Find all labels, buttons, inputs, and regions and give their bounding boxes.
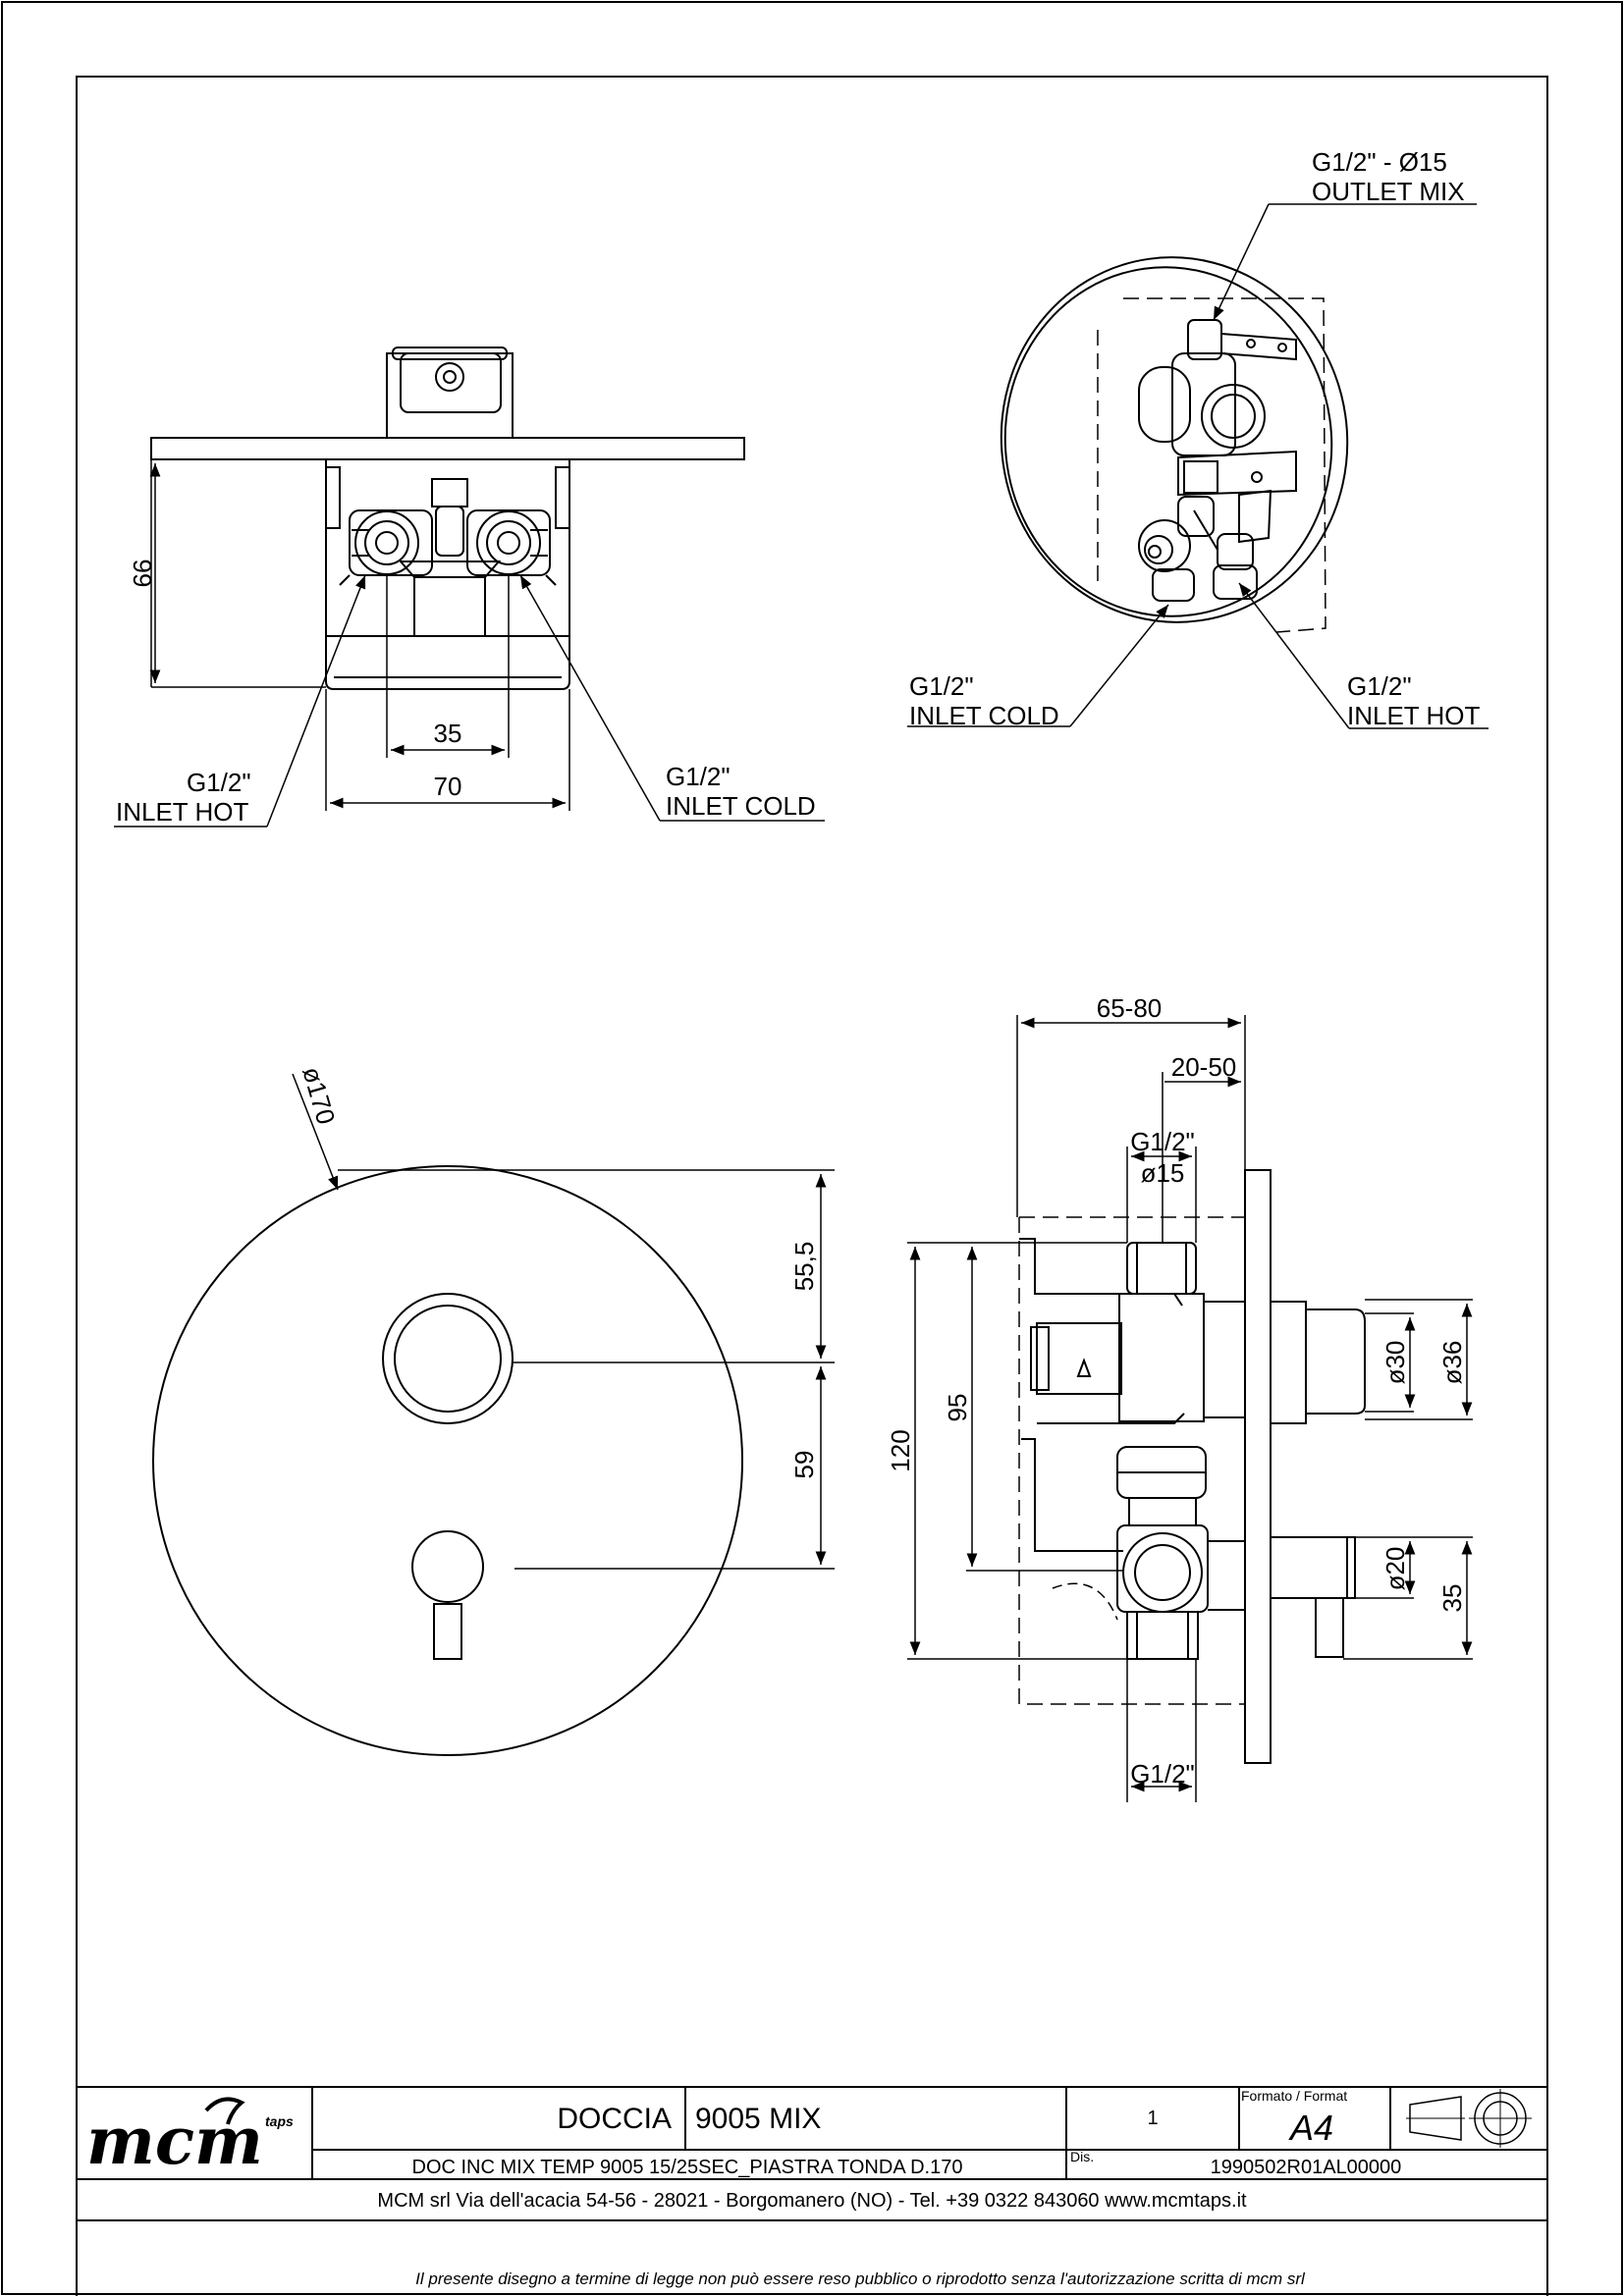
front-inlet-cold-thread: G1/2" <box>666 762 731 791</box>
front-dim-width: 70 <box>434 772 462 801</box>
side-height-95: 95 <box>943 1394 972 1422</box>
side-bottom-thread: G1/2" <box>1130 1759 1195 1789</box>
plate-dim-mid: 59 <box>789 1451 819 1479</box>
isometric-view <box>1000 256 1349 633</box>
plate-dimensions <box>292 1073 835 1570</box>
iso-outlet-thread: G1/2" - Ø15 <box>1312 147 1447 177</box>
iso-inlet-cold-thread: G1/2" <box>909 671 974 701</box>
side-knob-30: ø30 <box>1380 1341 1410 1385</box>
front-view-dimensions <box>114 459 825 828</box>
side-view <box>1018 1169 1366 1764</box>
tb-format-value: A4 <box>1288 2108 1333 2148</box>
tb-dis-label: Dis. <box>1070 2149 1094 2164</box>
front-dim-center: 35 <box>434 719 462 748</box>
title-block <box>76 2086 1548 2296</box>
side-height-120: 120 <box>886 1429 915 1471</box>
tb-sheet: 1 <box>1147 2108 1158 2129</box>
tb-description: DOC INC MIX TEMP 9005 15/25SEC_PIASTRA T… <box>412 2157 963 2178</box>
isometric-view-leaders <box>907 203 1489 729</box>
tb-disclaimer: Il presente disegno a termine di legge n… <box>415 2269 1306 2288</box>
tb-model: 9005 MIX <box>695 2103 821 2135</box>
tb-format-label: Formato / Format <box>1241 2088 1347 2104</box>
front-inlet-hot-thread: G1/2" <box>187 768 251 797</box>
plate-diameter: ø170 <box>297 1063 341 1127</box>
side-top-diameter: ø15 <box>1141 1158 1185 1188</box>
svg-text:taps: taps <box>265 2113 294 2129</box>
side-knob-36: ø36 <box>1437 1341 1467 1385</box>
front-dim-height: 66 <box>128 560 157 588</box>
svg-text:mcm: mcm <box>86 2103 263 2179</box>
plate-front-view <box>152 1165 743 1756</box>
front-inlet-cold-label: INLET COLD <box>666 791 816 821</box>
iso-inlet-hot-label: INLET HOT <box>1347 701 1480 730</box>
tb-product: DOCCIA <box>557 2103 672 2135</box>
side-lever-20: ø20 <box>1380 1547 1410 1591</box>
iso-inlet-cold-label: INLET COLD <box>909 701 1059 730</box>
tb-code: 1990502R01AL00000 <box>1211 2157 1402 2178</box>
mcm-logo: mcm taps <box>86 2097 294 2179</box>
iso-inlet-hot-thread: G1/2" <box>1347 671 1412 701</box>
tb-address: MCM srl Via dell'acacia 54-56 - 28021 - … <box>377 2190 1247 2212</box>
side-depth-total: 65-80 <box>1097 993 1163 1023</box>
iso-outlet-label: OUTLET MIX <box>1312 177 1465 206</box>
side-lever-35: 35 <box>1437 1584 1467 1613</box>
front-view <box>150 347 745 690</box>
side-depth-min: 20-50 <box>1171 1052 1237 1082</box>
front-inlet-hot-label: INLET HOT <box>116 797 248 827</box>
drawing-border <box>76 76 1548 2296</box>
plate-dim-top: 55,5 <box>789 1242 819 1292</box>
side-view-dimensions <box>907 1015 1473 1802</box>
side-top-thread: G1/2" <box>1130 1127 1195 1156</box>
